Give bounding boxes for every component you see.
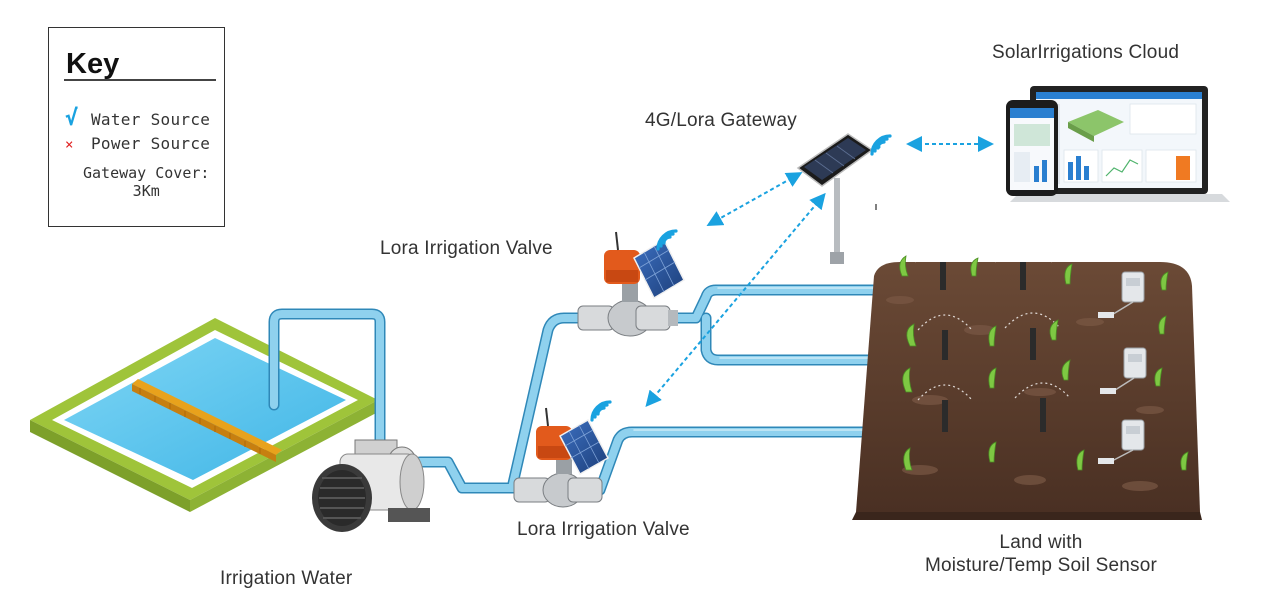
legend-key: Key √ Water Source × Power Source Gateway … xyxy=(48,27,225,227)
lora-gateway-device xyxy=(796,133,877,264)
cloud-label: SolarIrrigations Cloud xyxy=(992,42,1180,63)
plants xyxy=(899,255,1189,471)
water-pump xyxy=(312,439,430,532)
legend-item-water: √ Water Source xyxy=(65,106,210,131)
soil-sensors xyxy=(1098,271,1147,464)
wifi-icon-gateway xyxy=(870,134,892,156)
sprinklers xyxy=(914,246,1071,432)
land-label-line1: Land with xyxy=(999,532,1083,553)
land-label-line2: Moisture/Temp Soil Sensor xyxy=(924,555,1158,576)
legend-gateway-cover-label: Gateway Cover: xyxy=(83,164,210,182)
cross-icon: × xyxy=(65,137,74,153)
irrigation-water-label: Irrigation Water xyxy=(220,568,353,589)
wifi-icon-valve-bottom xyxy=(590,400,612,422)
lora-valve-top xyxy=(577,231,685,337)
farmland xyxy=(852,262,1202,520)
cloud-dashboard-laptop xyxy=(1006,86,1230,202)
gateway-label: 4G/Lora Gateway xyxy=(645,110,797,131)
gateway-valve-top-arrow xyxy=(706,172,803,226)
legend-gateway-cover-value: 3Km xyxy=(132,182,160,200)
legend-title: Key xyxy=(66,48,120,80)
legend-divider xyxy=(64,79,216,81)
legend-gateway-cover: Gateway Cover: 3Km xyxy=(83,164,209,200)
checkmark-icon: √ xyxy=(65,106,79,131)
valve-top-label: Lora Irrigation Valve xyxy=(380,238,553,259)
valve-bottom-label: Lora Irrigation Valve xyxy=(517,519,690,540)
gateway-valve-bottom-arrow xyxy=(645,192,826,408)
signal-arrows xyxy=(645,136,994,408)
legend-item-power: × Power Source xyxy=(65,134,210,153)
legend-label-water: Water Source xyxy=(91,110,211,129)
lora-valve-bottom xyxy=(513,407,610,508)
legend-label-power: Power Source xyxy=(91,134,211,153)
